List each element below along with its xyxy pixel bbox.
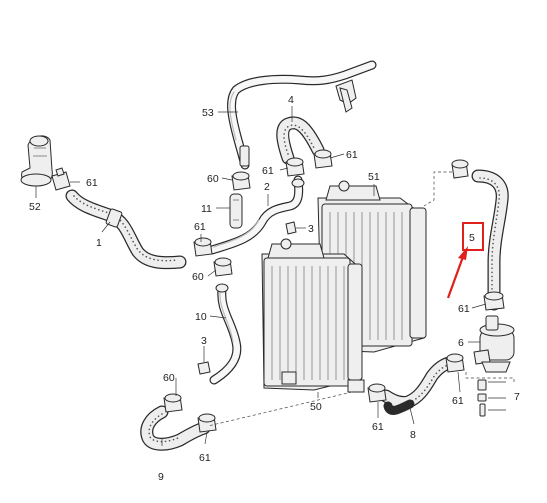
pipe-11 (229, 193, 243, 229)
hose-1 (65, 189, 187, 270)
label-61e: 61 (458, 303, 470, 315)
highlight-box-5 (462, 222, 484, 251)
label-3b: 3 (201, 335, 207, 347)
label-2: 2 (264, 181, 270, 193)
pipe-10 (209, 283, 242, 385)
label-7: 7 (514, 391, 520, 403)
clamp-60c (163, 393, 183, 413)
label-50: 50 (310, 401, 322, 413)
label-53: 53 (202, 107, 214, 119)
hose-4 (276, 116, 325, 165)
label-8: 8 (410, 429, 416, 441)
label-3a: 3 (308, 223, 314, 235)
label-60b: 60 (192, 271, 204, 283)
label-61h: 61 (199, 452, 211, 464)
radiator-50 (261, 238, 365, 393)
nut-3a (285, 221, 297, 235)
hose-9 (140, 405, 211, 451)
hose-5 (471, 169, 509, 311)
clamp-61a (51, 167, 71, 191)
clamp-61f (445, 353, 465, 373)
label-52: 52 (29, 201, 41, 213)
clamp-61c (313, 149, 333, 169)
highlight-arrow-head (458, 246, 468, 260)
clamp-60b (213, 257, 233, 277)
pump-6 (473, 315, 515, 373)
label-61f: 61 (372, 421, 384, 433)
nut-3b (197, 346, 211, 375)
clamp-61d (193, 237, 213, 257)
highlight-arrow-shaft (446, 253, 466, 299)
label-51: 51 (368, 171, 380, 183)
hose-8 (379, 355, 463, 415)
clamp-61e (451, 159, 469, 179)
label-6: 6 (458, 337, 464, 349)
label-9: 9 (158, 471, 164, 483)
label-10: 10 (195, 311, 207, 323)
label-1: 1 (96, 237, 102, 249)
label-61b: 61 (262, 165, 274, 177)
label-61g: 61 (452, 395, 464, 407)
label-61c: 61 (346, 149, 358, 161)
clamp-60a (231, 171, 251, 191)
label-4: 4 (288, 94, 294, 106)
pipe-2 (207, 175, 305, 255)
label-61a: 61 (86, 177, 98, 189)
label-61d: 61 (194, 221, 206, 233)
label-60a: 60 (207, 173, 219, 185)
clamp-61g (483, 291, 505, 311)
clamp-61h (367, 383, 387, 403)
bolts-7 (477, 379, 506, 417)
label-5: 5 (469, 232, 475, 244)
clamp-61b (285, 157, 305, 177)
leader-lines (35, 106, 487, 446)
assembly-guides (207, 171, 515, 427)
pipe-53 (227, 60, 377, 170)
clamp-61i (197, 413, 217, 433)
label-60c: 60 (163, 372, 175, 384)
fitting-52 (20, 135, 53, 187)
label-11: 11 (201, 203, 212, 215)
